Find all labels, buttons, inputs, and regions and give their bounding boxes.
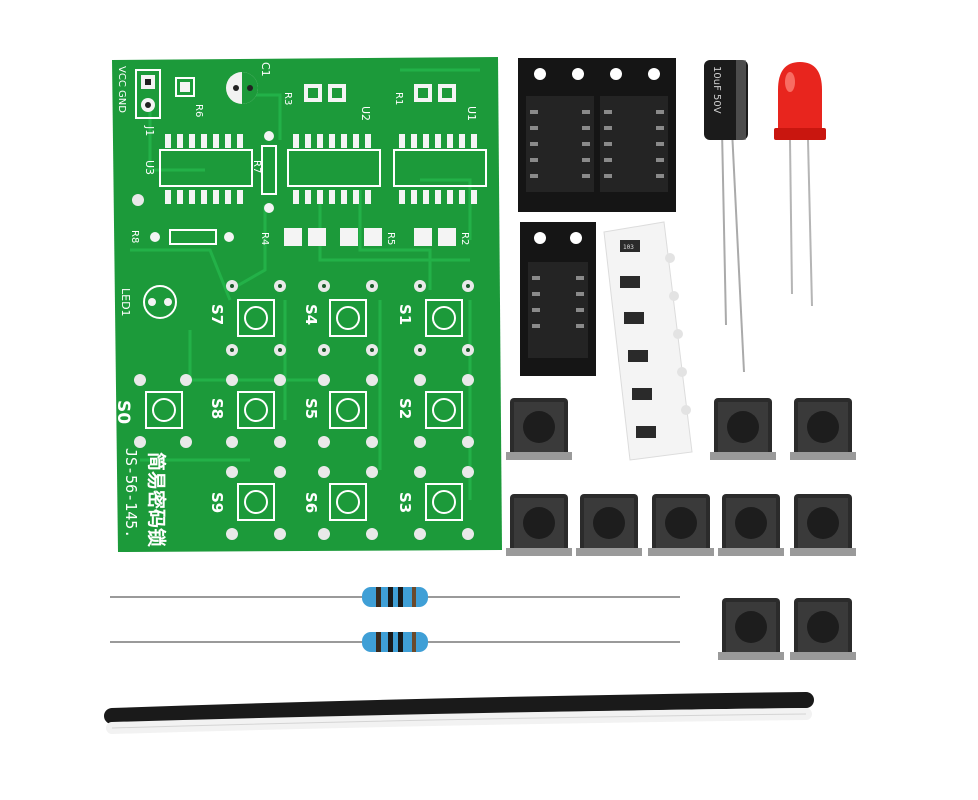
switch-holes (134, 280, 474, 540)
u2-footprint (287, 134, 381, 204)
r2-label: R2 (459, 232, 470, 245)
r5-label: R5 (385, 232, 396, 245)
resistor-through-hole (110, 632, 680, 652)
board-title: 简易密码锁 (145, 452, 168, 547)
s2-label: S2 (396, 398, 414, 419)
r4-r5-r2-pads (284, 228, 456, 246)
r7-footprint (261, 131, 277, 213)
tactile-button (506, 398, 572, 460)
u3-footprint (159, 134, 253, 204)
capacitor-marking: 10uF 50V (711, 66, 722, 114)
s9-label: S9 (208, 492, 226, 513)
r7-label: R7 (251, 160, 262, 173)
smd-code: 103 (623, 244, 634, 251)
r3-label: R3 (282, 92, 293, 105)
u1-footprint (393, 134, 487, 204)
s7-label: S7 (208, 304, 226, 325)
tactile-buttons (506, 398, 856, 660)
s1-label: S1 (396, 304, 414, 325)
hookup-wire (104, 692, 814, 734)
tactile-button (718, 494, 784, 556)
s6-label: S6 (302, 492, 320, 513)
u3-label: U3 (143, 160, 156, 175)
led1-footprint (143, 285, 177, 319)
ic-tape-large (518, 58, 676, 212)
r8-footprint (150, 229, 234, 245)
smd-resistor-strip: 103 (603, 221, 693, 461)
smd-resistor (620, 240, 656, 438)
tactile-button (506, 494, 572, 556)
resistor-through-hole (110, 587, 680, 607)
board-model: JS-56-145. (122, 448, 140, 538)
r3-pads (304, 84, 346, 102)
switch-footprints (145, 299, 463, 521)
s4-label: S4 (302, 304, 320, 325)
led1-label: LED1 (119, 288, 132, 317)
r4-label: R4 (259, 232, 270, 245)
r1-label: R1 (393, 92, 404, 105)
ic-tape-small (520, 222, 596, 376)
electrolytic-capacitor: 10uF 50V (704, 60, 748, 373)
tactile-button (576, 494, 642, 556)
power-label: VCC GND (116, 66, 127, 113)
power-header-j1 (135, 69, 161, 119)
tactile-button (790, 598, 856, 660)
u2-label: U2 (359, 106, 372, 121)
tactile-button (710, 398, 776, 460)
s3-label: S3 (396, 492, 414, 513)
s0-label: S0 (113, 400, 133, 424)
tactile-button (790, 494, 856, 556)
c1-label: C1 (259, 62, 272, 77)
pcb-board: VCC GND J1 R6 C1 R3 R1 (112, 57, 502, 552)
r6-label: R6 (193, 104, 204, 117)
tactile-button (790, 398, 856, 460)
pcb-traces (130, 68, 480, 500)
c1-footprint (226, 72, 258, 104)
j1-label: J1 (143, 125, 156, 136)
red-led (774, 62, 826, 307)
u1-label: U1 (465, 106, 478, 121)
s8-label: S8 (208, 398, 226, 419)
tactile-button (718, 598, 784, 660)
s5-label: S5 (302, 398, 320, 419)
mounting-hole (132, 194, 144, 206)
r1-pads (414, 84, 456, 102)
tactile-button (648, 494, 714, 556)
switch-hole-centers (230, 284, 470, 352)
r8-label: R8 (129, 230, 140, 243)
